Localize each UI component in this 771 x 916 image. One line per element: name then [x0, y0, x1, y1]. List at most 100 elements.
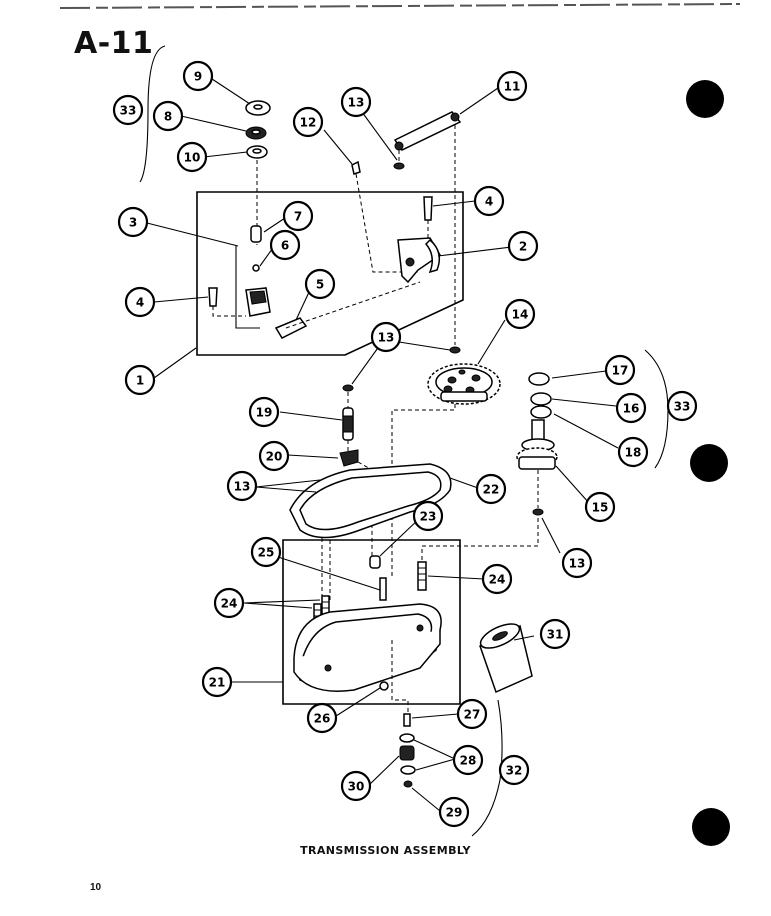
callout-18: 18 [617, 436, 649, 468]
callout-24: 24 [481, 563, 513, 595]
callout-label: 5 [316, 278, 324, 292]
filter-31 [479, 623, 533, 694]
callout-label: 22 [483, 483, 500, 497]
bearing-8 [245, 126, 267, 140]
pin-25 [379, 577, 387, 601]
page-title: A-11 [74, 26, 154, 61]
callout-label: 1 [136, 374, 144, 388]
callout-label: 3 [129, 216, 137, 230]
callout-label: 9 [194, 70, 202, 84]
callout-label: 29 [446, 806, 463, 820]
callout-label: 21 [209, 676, 226, 690]
callout-33: 33 [666, 390, 698, 422]
callout-21: 21 [201, 666, 233, 698]
callout-label: 23 [420, 510, 437, 524]
callout-label: 13 [378, 331, 395, 345]
callout-13: 13 [370, 321, 402, 353]
binder-hole-bottom [692, 808, 730, 846]
gear-14 [427, 363, 501, 405]
callout-1: 1 [124, 364, 156, 396]
callout-label: 20 [266, 450, 283, 464]
pin-4-right [423, 196, 433, 221]
callout-label: 19 [256, 406, 273, 420]
callout-3: 3 [117, 206, 149, 238]
group-frame-upper [196, 191, 464, 356]
plug-26 [379, 681, 389, 691]
callout-label: 16 [623, 402, 640, 416]
nut-13-top [393, 162, 405, 170]
callout-20: 20 [258, 440, 290, 472]
lever-3 [245, 225, 271, 317]
diagram-caption: TRANSMISSION ASSEMBLY [300, 844, 471, 857]
callout-13: 13 [226, 470, 258, 502]
callout-17: 17 [604, 354, 636, 386]
nut-29 [403, 780, 413, 788]
callout-label: 15 [592, 501, 609, 515]
callout-6: 6 [269, 229, 301, 261]
callout-10: 10 [176, 141, 208, 173]
stud-24-right [417, 561, 427, 591]
callout-label: 7 [294, 210, 302, 224]
callout-24: 24 [213, 587, 245, 619]
callout-label: 17 [612, 364, 629, 378]
binder-hole-middle [690, 444, 728, 482]
callout-5: 5 [304, 268, 336, 300]
callout-label: 31 [547, 628, 564, 642]
callout-32: 32 [498, 754, 530, 786]
callout-33: 33 [112, 94, 144, 126]
callout-label: 27 [464, 708, 481, 722]
callout-label: 4 [485, 195, 493, 209]
shaft-19 [342, 407, 354, 441]
callout-label: 10 [184, 151, 201, 165]
callout-label: 11 [504, 80, 521, 94]
callout-13: 13 [340, 86, 372, 118]
callout-label: 30 [348, 780, 365, 794]
callout-label: 8 [164, 110, 172, 124]
callout-23: 23 [412, 500, 444, 532]
callout-label: 12 [300, 116, 317, 130]
callout-13: 13 [561, 547, 593, 579]
callout-31: 31 [539, 618, 571, 650]
washer-28-bottom [400, 765, 416, 775]
callout-label: 2 [519, 240, 527, 254]
housing-21 [293, 603, 442, 692]
nut-13-shaft [342, 384, 354, 392]
ring-16 [530, 392, 552, 406]
page-number: 10 [90, 882, 102, 893]
crank-arm-11 [393, 111, 462, 151]
callout-25: 25 [250, 536, 282, 568]
callout-7: 7 [282, 200, 314, 232]
pin-4-left [208, 287, 218, 307]
ring-18 [530, 405, 552, 419]
ring-17 [528, 372, 550, 386]
callout-label: 26 [314, 712, 331, 726]
callout-30: 30 [340, 770, 372, 802]
callout-label: 13 [234, 480, 251, 494]
screw-27 [403, 713, 411, 727]
callout-label: 24 [221, 597, 238, 611]
callout-label: 33 [120, 104, 137, 118]
callout-4: 4 [124, 286, 156, 318]
group-frame-lower [282, 539, 461, 705]
callout-label: 32 [506, 764, 523, 778]
gear-shaft-15 [516, 419, 558, 470]
callout-label: 13 [348, 96, 365, 110]
callout-2: 2 [507, 230, 539, 262]
callout-label: 24 [489, 573, 506, 587]
spring-30 [399, 745, 415, 761]
callout-label: 14 [512, 308, 529, 322]
callout-26: 26 [306, 702, 338, 734]
callout-22: 22 [475, 473, 507, 505]
nut-13-gear [449, 346, 461, 354]
callout-15: 15 [584, 491, 616, 523]
link-5 [274, 317, 308, 339]
binder-hole-top [686, 80, 724, 118]
callout-28: 28 [452, 744, 484, 776]
bracket-2 [397, 237, 442, 284]
callout-label: 33 [674, 400, 691, 414]
washer-28-top [399, 733, 415, 743]
callout-label: 13 [569, 557, 586, 571]
callout-19: 19 [248, 396, 280, 428]
